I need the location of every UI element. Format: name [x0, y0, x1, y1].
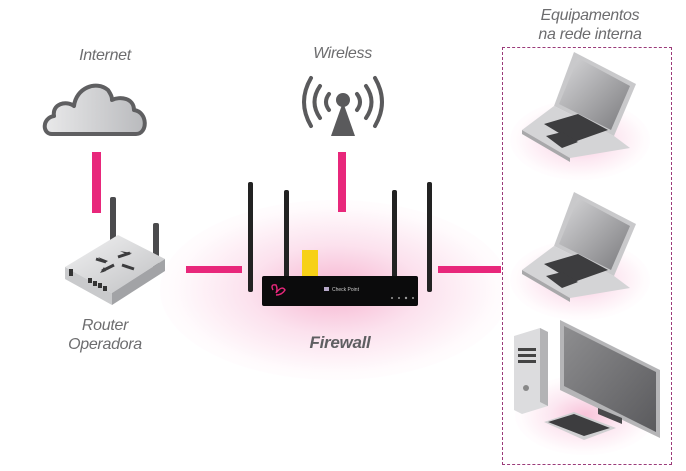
router-label-line1: Router — [81, 317, 129, 334]
internet-label: Internet — [79, 47, 131, 64]
link-router-firewall — [186, 266, 242, 273]
firewall-appliance-icon: Check Point — [248, 182, 432, 306]
laptop-icon — [522, 192, 636, 302]
firewall-label: Firewall — [309, 333, 371, 352]
link-firewall-internal — [438, 266, 501, 273]
internal-label-line1: Equipamentos — [540, 7, 640, 24]
router-label: Router Operadora — [50, 316, 160, 354]
wireless-antenna-icon — [302, 76, 384, 136]
cloud-icon — [42, 83, 147, 136]
internal-network-boundary — [502, 47, 672, 465]
desktop-computer-icon — [514, 320, 660, 440]
internal-network-label: Equipamentos na rede interna — [505, 6, 675, 44]
link-internet-router — [92, 152, 101, 213]
laptop-icon — [522, 52, 636, 162]
firewall-brand-text: Check Point — [332, 287, 360, 293]
wireless-label: Wireless — [313, 45, 372, 62]
link-wireless-firewall — [338, 152, 346, 212]
router-icon — [65, 197, 165, 305]
internal-label-line2: na rede interna — [538, 26, 642, 43]
router-label-line2: Operadora — [68, 336, 142, 353]
